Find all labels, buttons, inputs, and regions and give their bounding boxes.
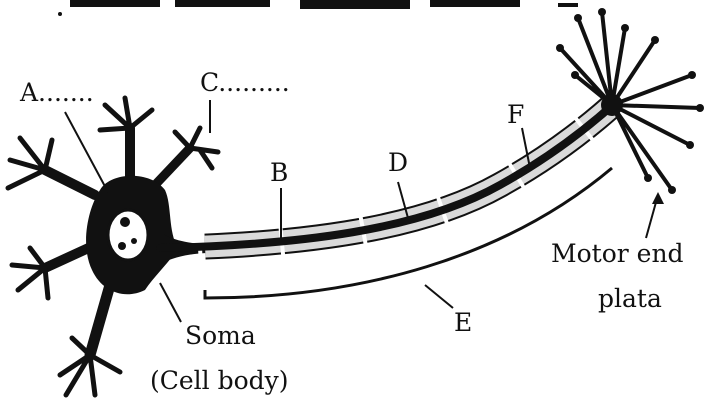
cropped-heading-fragment — [58, 0, 578, 16]
label-motor-end-line2: plata — [598, 286, 662, 311]
label-motor-end-line1: Motor end — [551, 241, 684, 266]
label-e: E — [454, 310, 472, 335]
label-f: F — [507, 102, 524, 127]
label-b: B — [270, 160, 288, 185]
label-d: D — [388, 150, 408, 175]
motor-end-plate — [601, 94, 623, 116]
motor-end-arrowhead — [652, 192, 664, 204]
label-c: C......... — [200, 70, 290, 95]
nucleus — [108, 210, 148, 260]
label-a: A....... — [20, 80, 94, 105]
label-soma-line2: (Cell body) — [150, 368, 289, 393]
axon-terminals — [560, 12, 700, 190]
terminal-boutons — [556, 8, 704, 194]
label-soma-line1: Soma — [185, 323, 256, 348]
nucleolus — [120, 217, 130, 227]
